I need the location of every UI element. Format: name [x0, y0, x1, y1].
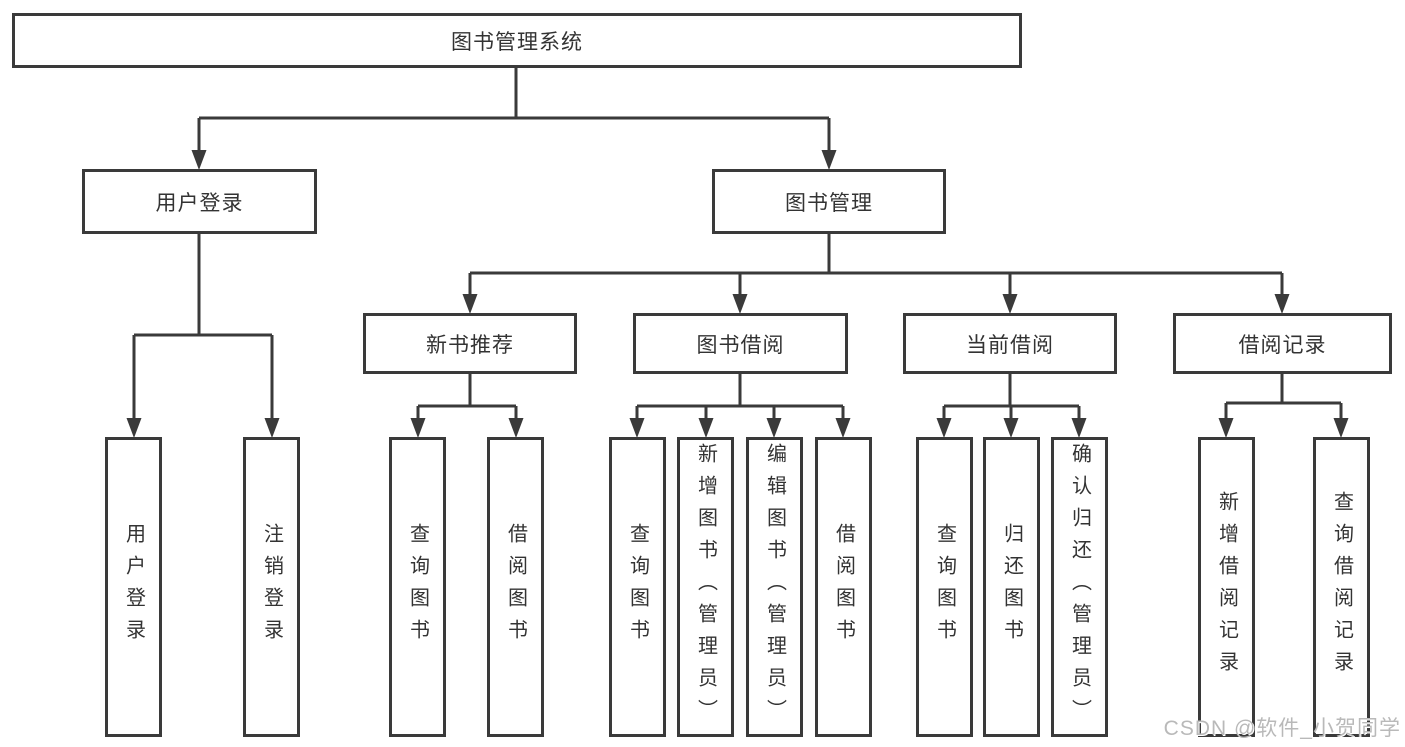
- leaf-records-query-record: 查询借阅记录: [1313, 437, 1370, 737]
- leaf-borrow-borrow-books: 借阅图书: [815, 437, 872, 737]
- leaf-borrow-edit-books-admin: 编辑图书（管理员）: [746, 437, 803, 737]
- leaf-current-confirm-return-admin: 确认归还（管理员）: [1051, 437, 1108, 737]
- connector-current-borrow-branch: [936, 374, 1087, 438]
- connector-book-management-branch: [462, 234, 1290, 314]
- node-book-management: 图书管理: [712, 169, 946, 234]
- connector-root-to-level2: [191, 68, 837, 170]
- leaf-current-return-books: 归还图书: [983, 437, 1040, 737]
- node-root-system: 图书管理系统: [12, 13, 1022, 68]
- leaf-records-add-record: 新增借阅记录: [1198, 437, 1255, 737]
- connector-book-borrow-branch: [629, 374, 851, 438]
- node-current-borrow: 当前借阅: [903, 313, 1117, 374]
- node-new-book-recommend: 新书推荐: [363, 313, 577, 374]
- node-book-borrow: 图书借阅: [633, 313, 848, 374]
- connector-user-login-branch: [126, 234, 280, 438]
- leaf-borrow-add-books-admin: 新增图书（管理员）: [677, 437, 734, 737]
- leaf-borrow-query-books: 查询图书: [609, 437, 666, 737]
- leaf-logout: 注销登录: [243, 437, 300, 737]
- leaf-newbook-query-books: 查询图书: [389, 437, 446, 737]
- node-user-login: 用户登录: [82, 169, 317, 234]
- csdn-watermark: CSDN @软件_小贺同学: [1163, 717, 1401, 740]
- leaf-current-query-books: 查询图书: [916, 437, 973, 737]
- node-borrow-records: 借阅记录: [1173, 313, 1392, 374]
- leaf-user-login: 用户登录: [105, 437, 162, 737]
- connector-new-book-branch: [410, 374, 524, 438]
- connector-borrow-records-branch: [1218, 374, 1349, 438]
- leaf-newbook-borrow-books: 借阅图书: [487, 437, 544, 737]
